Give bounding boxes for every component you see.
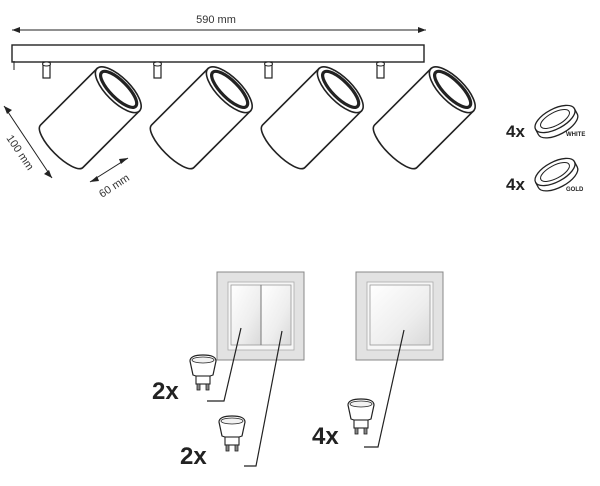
spotlight	[372, 61, 476, 170]
bulb-qty-top: 2x	[152, 378, 179, 405]
double-switch-rocker-left	[230, 284, 262, 346]
spotlight-group	[38, 61, 476, 170]
gu10-bulb-icon	[347, 398, 375, 435]
leader-line-left-rocker	[207, 327, 242, 402]
arrow-down-icon	[44, 170, 52, 178]
width-label: 590 mm	[196, 14, 236, 26]
double-switch	[216, 271, 305, 361]
bulb-lens	[191, 356, 215, 364]
bulb-pin-left	[196, 383, 201, 391]
bulb-qty-bottom: 2x	[180, 443, 207, 470]
spotlight-stem-cap	[42, 61, 51, 67]
single-switch	[355, 271, 444, 361]
spotlight-body	[38, 66, 142, 170]
spotlight-stem-cap	[264, 61, 273, 67]
bulb-group	[189, 354, 375, 452]
arrow-right-icon	[418, 27, 426, 33]
arrow-right-icon	[119, 158, 128, 164]
spotlight	[260, 61, 364, 170]
bulb-pin-right	[205, 383, 210, 391]
bar-body	[11, 44, 425, 63]
bulb-pin-right	[363, 427, 368, 435]
ring-gold-icon	[534, 157, 579, 192]
spotlight-stem-cap	[376, 61, 385, 67]
spotlight-body	[149, 66, 253, 170]
leader-lines	[207, 327, 405, 467]
spotlight-lens-ring	[321, 69, 361, 109]
height-dimension-line	[3, 105, 53, 179]
ring-gold-label: GOLD	[566, 187, 584, 193]
diameter-dimension: 60 mm	[89, 157, 132, 201]
bulb-lens	[220, 417, 244, 425]
bulb-base	[224, 436, 240, 446]
leader-line-single-switch	[364, 329, 405, 448]
arrow-left-icon	[90, 176, 99, 182]
ring-gold-item: 4x GOLD	[506, 157, 584, 194]
arrow-left-icon	[12, 27, 20, 33]
spotlight-lens-ring	[433, 69, 473, 109]
ring-white-item: 4x WHITE	[506, 104, 585, 141]
width-dimension: 590 mm	[12, 14, 426, 33]
single-switch-rocker	[369, 284, 431, 346]
gu10-bulb-icon	[218, 415, 246, 452]
spotlight	[149, 61, 253, 170]
height-label: 100 mm	[4, 133, 36, 173]
spotlight-lens-ring	[210, 69, 250, 109]
spotlight-lens-ring	[99, 69, 139, 109]
bulb-pin-left	[225, 444, 230, 452]
arrow-up-icon	[4, 106, 12, 114]
spotlight	[38, 61, 142, 170]
spotlight-body	[260, 66, 364, 170]
bulb-pin-right	[234, 444, 239, 452]
ring-white-qty: 4x	[506, 122, 525, 141]
double-switch-rocker-right	[260, 284, 292, 346]
bulb-qty-single: 4x	[312, 423, 339, 450]
bulb-base	[353, 419, 369, 429]
ring-white-label: WHITE	[566, 132, 585, 138]
bulb-lens	[349, 400, 373, 408]
bulb-base	[195, 375, 211, 385]
leader-line-right-rocker	[244, 330, 283, 467]
mounting-bar	[11, 44, 425, 70]
spotlight-stem-cap	[153, 61, 162, 67]
spotlight-body	[372, 66, 476, 170]
gu10-bulb-icon	[189, 354, 217, 391]
diameter-label: 60 mm	[97, 172, 132, 200]
ring-gold-qty: 4x	[506, 175, 525, 194]
ring-white-icon	[534, 104, 579, 139]
bulb-pin-left	[354, 427, 359, 435]
